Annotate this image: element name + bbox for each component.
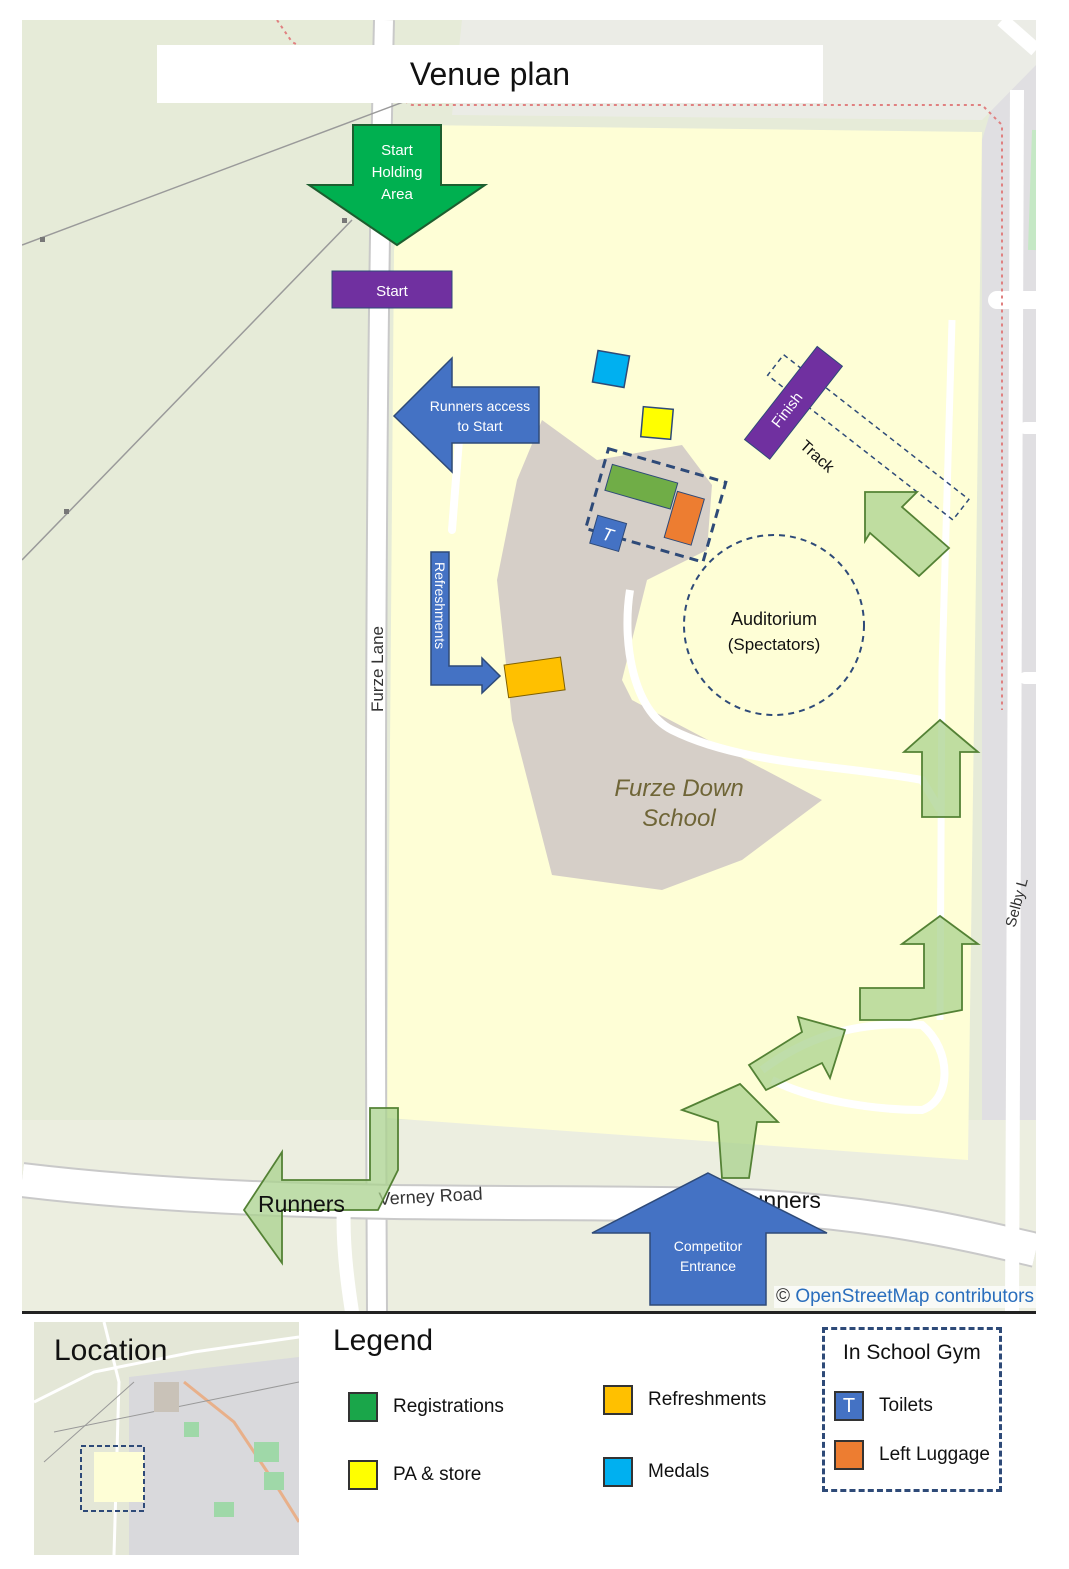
attribution-link[interactable]: OpenStreetMap contributors <box>795 1286 1034 1307</box>
divider <box>22 1311 1036 1314</box>
pa-store-box <box>639 405 675 441</box>
medals-box <box>591 349 631 389</box>
footpath-east <box>936 319 956 1021</box>
legend-item-pa-store: PA & store <box>348 1460 481 1490</box>
start-box <box>331 270 453 309</box>
auditorium-label: Auditorium <box>731 609 817 629</box>
verney-road <box>22 1164 1036 1266</box>
runners-label-left: Runners <box>258 1191 345 1217</box>
route-arrow-up <box>679 1082 781 1179</box>
side-path <box>336 1204 359 1312</box>
finish-box <box>743 345 844 460</box>
legend-item-registrations: Registrations <box>348 1392 504 1422</box>
runners-access-label-1: Runners access <box>430 398 530 414</box>
route-arrow-north-1 <box>901 718 981 818</box>
page-title: Venue plan <box>157 45 823 103</box>
boundary-line <box>276 20 1003 710</box>
route-arrows <box>242 491 981 1266</box>
toilets-box <box>589 514 628 553</box>
school-name-line1: Furze Down <box>614 775 743 802</box>
left-luggage-swatch <box>834 1440 864 1470</box>
route-arrow-west <box>242 1107 399 1266</box>
green-strip <box>1028 129 1036 251</box>
legend-item-toilets: T Toilets <box>834 1391 933 1421</box>
school-building <box>497 420 822 890</box>
loc-building <box>154 1382 179 1412</box>
gym-group: T <box>583 446 728 564</box>
gym-legend-title: In School Gym <box>843 1341 981 1364</box>
loc-park-4 <box>214 1502 234 1517</box>
venue-map[interactable]: Furze Lane Verney Road Selby L Furze Dow… <box>22 20 1036 1312</box>
loc-park-1 <box>184 1422 199 1437</box>
school-field <box>387 125 982 1160</box>
toilets-swatch: T <box>834 1391 864 1421</box>
footpath-inner <box>623 589 944 813</box>
location-map[interactable] <box>34 1322 299 1555</box>
legend-area <box>0 1314 1069 1569</box>
registrations-swatch <box>348 1392 378 1422</box>
copyright-symbol: © <box>776 1286 791 1307</box>
runners-access-arrow <box>392 356 540 474</box>
refreshments-swatch <box>603 1385 633 1415</box>
selby-road <box>1005 89 1024 1312</box>
start-label: Start <box>376 283 409 300</box>
refreshments-label: Refreshments <box>648 1389 767 1410</box>
route-arrow-northeast <box>747 1015 847 1092</box>
school-name-line2: School <box>642 805 716 832</box>
route-arrow-to-finish <box>864 491 951 578</box>
legend-item-left-luggage: Left Luggage <box>834 1440 990 1470</box>
track-outline <box>766 353 970 521</box>
loc-park-3 <box>264 1472 284 1490</box>
start-holding-arrow <box>305 124 489 247</box>
auditorium-circle <box>683 534 865 716</box>
toilets-label: Toilets <box>879 1395 933 1416</box>
left-luggage-box <box>663 490 705 546</box>
footpath-west <box>448 436 463 534</box>
pa-store-swatch <box>348 1460 378 1490</box>
power-line-1 <box>22 79 463 246</box>
competitor-entrance-label-1: Competitor <box>674 1238 743 1254</box>
loc-school-field <box>94 1452 144 1502</box>
legend-title: Legend <box>333 1324 434 1357</box>
medals-label: Medals <box>648 1461 710 1482</box>
furze-lane-label: Furze Lane <box>368 626 387 712</box>
pylon-1 <box>40 237 45 242</box>
route-arrow-north-2 <box>859 914 981 1021</box>
pylon-3 <box>64 509 69 514</box>
registrations-label: Registrations <box>393 1396 504 1417</box>
left-luggage-label: Left Luggage <box>879 1444 990 1465</box>
legend-item-medals: Medals <box>603 1457 709 1487</box>
start-holding-label-2: Holding <box>372 164 423 181</box>
competitor-entrance-label-2: Entrance <box>680 1258 736 1274</box>
pa-store-label: PA & store <box>393 1464 482 1485</box>
competitor-entrance-arrow <box>591 1172 828 1306</box>
gym-legend-box <box>822 1327 1002 1492</box>
map-attribution[interactable]: © OpenStreetMap contributors <box>774 1286 1036 1308</box>
refreshments-arrow <box>430 551 502 695</box>
refreshments-box <box>503 656 566 699</box>
road-corner <box>997 20 1036 56</box>
runners-access-label-2: to Start <box>457 418 502 434</box>
location-map-canvas <box>34 1322 299 1555</box>
loc-road-1 <box>34 1335 299 1404</box>
residential-area <box>892 60 1036 1312</box>
start-holding-label-3: Area <box>381 186 413 203</box>
registrations-box <box>604 463 679 510</box>
gym-outline <box>583 446 728 564</box>
legend-item-refreshments: Refreshments <box>603 1385 766 1415</box>
power-line-2 <box>22 219 353 561</box>
start-holding-label-1: Start <box>381 142 414 159</box>
pylon-2 <box>342 218 347 223</box>
refreshments-arrow-label: Refreshments <box>432 562 448 649</box>
loc-power-2 <box>43 1381 135 1463</box>
loc-park-2 <box>254 1442 279 1462</box>
map-canvas: Furze Lane Verney Road Selby L Furze Dow… <box>22 20 1036 1312</box>
medals-swatch <box>603 1457 633 1487</box>
auditorium-sub-label: (Spectators) <box>728 635 821 654</box>
location-title: Location <box>54 1334 168 1367</box>
